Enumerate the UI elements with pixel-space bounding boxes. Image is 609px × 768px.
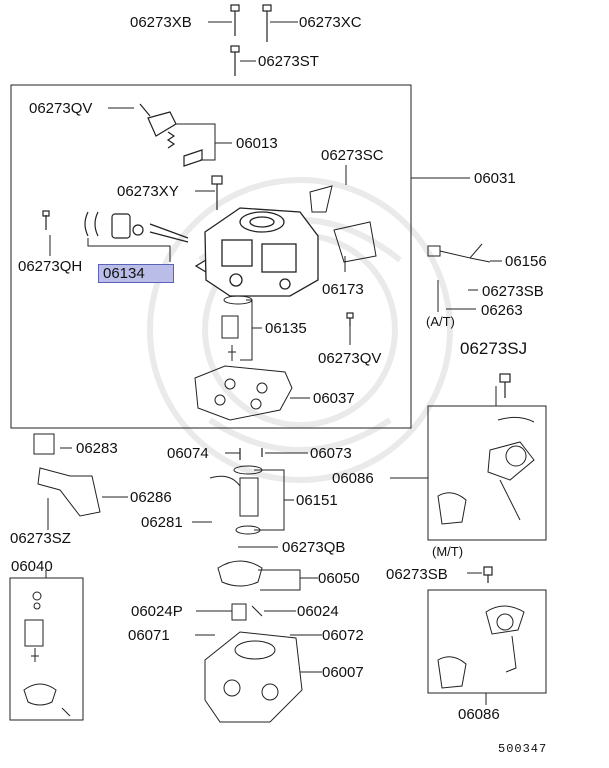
label-06071[interactable]: 06071 xyxy=(128,627,170,644)
label-06134-highlighted[interactable]: 06134 xyxy=(98,264,174,283)
label-06024p[interactable]: 06024P xyxy=(131,603,183,620)
part-06286 xyxy=(37,467,101,517)
kit-06040-parts xyxy=(23,591,71,717)
label-06273sz[interactable]: 06273SZ xyxy=(10,530,71,547)
label-06074[interactable]: 06074 xyxy=(167,445,209,462)
label-06263[interactable]: 06263 xyxy=(481,302,523,319)
label-06156[interactable]: 06156 xyxy=(505,253,547,270)
mt-frame xyxy=(427,589,547,694)
carburetor-base-06007 xyxy=(204,631,303,723)
label-06031[interactable]: 06031 xyxy=(474,170,516,187)
part-06024p xyxy=(231,603,247,621)
label-06273xb[interactable]: 06273XB xyxy=(130,14,192,31)
mt-part-06086 xyxy=(437,605,525,689)
at-part-06086 xyxy=(437,416,535,525)
label-06273xc[interactable]: 06273XC xyxy=(299,14,362,31)
label-06037[interactable]: 06037 xyxy=(313,390,355,407)
label-06013[interactable]: 06013 xyxy=(236,135,278,152)
label-06151[interactable]: 06151 xyxy=(296,492,338,509)
label-06281[interactable]: 06281 xyxy=(141,514,183,531)
bolt-parts xyxy=(42,4,511,583)
label-06273qv-bottom[interactable]: 06273QV xyxy=(318,350,382,367)
label-06173[interactable]: 06173 xyxy=(322,281,364,298)
label-06273xy[interactable]: 06273XY xyxy=(117,183,179,200)
label-06273sj[interactable]: 06273SJ xyxy=(460,339,528,358)
kit-06040-frame xyxy=(9,577,84,721)
label-06073[interactable]: 06073 xyxy=(310,445,352,462)
leader-lines xyxy=(45,21,502,705)
at-frame xyxy=(427,405,547,541)
label-06273qv-top[interactable]: 06273QV xyxy=(29,100,93,117)
switch-06156 xyxy=(427,243,491,312)
carburetor-body xyxy=(194,207,319,297)
label-06273sb-right[interactable]: 06273SB xyxy=(482,283,544,300)
label-06086-at[interactable]: 06086 xyxy=(332,470,374,487)
label-06050[interactable]: 06050 xyxy=(318,570,360,587)
label-06135[interactable]: 06135 xyxy=(265,320,307,337)
choke-parts xyxy=(84,103,203,243)
gasket-06037 xyxy=(194,365,293,421)
carburetor-assembly-frame xyxy=(10,84,412,429)
label-mt-variant: (M/T) xyxy=(432,544,464,559)
needle-valve-06135 xyxy=(221,295,253,361)
diagram-reference-number: 500347 xyxy=(498,742,548,756)
label-06273qb[interactable]: 06273QB xyxy=(282,539,346,556)
label-06273sc[interactable]: 06273SC xyxy=(321,147,384,164)
label-06024[interactable]: 06024 xyxy=(297,603,339,620)
part-06283 xyxy=(33,433,55,455)
label-at-variant: (A/T) xyxy=(426,314,455,329)
bracket-06173 xyxy=(333,221,377,263)
label-06007[interactable]: 06007 xyxy=(322,664,364,681)
label-06286[interactable]: 06286 xyxy=(130,489,172,506)
label-06040[interactable]: 06040 xyxy=(11,558,53,575)
label-06283[interactable]: 06283 xyxy=(76,440,118,457)
part-06151 xyxy=(209,465,263,535)
label-06273sb-mt[interactable]: 06273SB xyxy=(386,566,448,583)
label-06072[interactable]: 06072 xyxy=(322,627,364,644)
label-06086-mt[interactable]: 06086 xyxy=(458,706,500,723)
label-06273qh[interactable]: 06273QH xyxy=(18,258,83,275)
label-06273st[interactable]: 06273ST xyxy=(258,53,319,70)
part-06050 xyxy=(217,560,263,587)
bracket-06273sc xyxy=(309,185,333,213)
